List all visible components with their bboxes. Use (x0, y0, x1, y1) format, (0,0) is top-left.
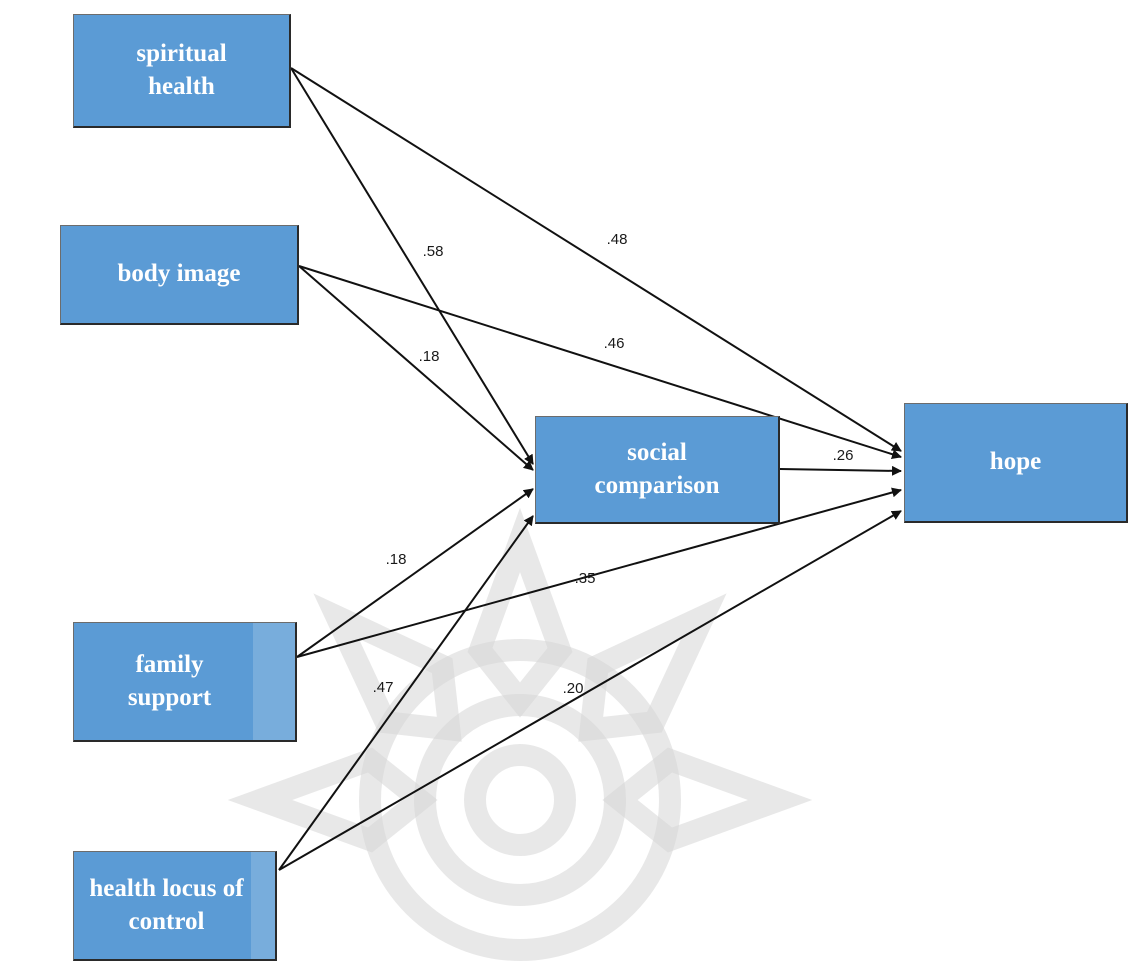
node-hope: hope (904, 403, 1128, 523)
node-label: health locus of control (89, 875, 244, 935)
path-arrow-3 (298, 265, 902, 460)
node-health-locus-of-control: health locus of control (73, 851, 277, 961)
path-arrow-0 (290, 67, 534, 465)
path-coefficient-0: .58 (423, 243, 444, 260)
path-arrow-8 (779, 465, 902, 476)
path-arrow-7 (278, 510, 902, 871)
path-coefficient-7: .20 (563, 680, 584, 697)
path-coefficient-3: .46 (604, 335, 625, 352)
path-coefficient-6: .47 (373, 679, 394, 696)
path-arrow-5 (296, 487, 902, 658)
path-coefficient-2: .18 (419, 348, 440, 365)
path-arrow-2 (298, 265, 534, 471)
node-label: family support (127, 651, 212, 711)
path-coefficient-5: .35 (575, 570, 596, 587)
node-social-comparison: social comparison (535, 416, 780, 524)
path-arrow-4 (296, 488, 534, 658)
node-spiritual-health: spiritual health (73, 14, 291, 128)
node-label: hope (989, 448, 1042, 476)
path-arrow-1 (290, 67, 902, 452)
node-body-image: body image (60, 225, 299, 325)
node-family-support: family support (73, 622, 297, 742)
path-arrows (278, 67, 902, 871)
path-arrow-6 (278, 515, 534, 871)
path-coefficient-4: .18 (386, 551, 407, 568)
watermark-ornament (227, 507, 813, 961)
path-coefficient-1: .48 (607, 231, 628, 248)
node-label: social comparison (594, 439, 720, 499)
path-coefficient-8: .26 (833, 447, 854, 464)
node-label: spiritual health (136, 40, 227, 100)
node-label: body image (117, 260, 241, 288)
path-coefficients: .58 .48 .18 .46 .18 .35 .47 .20 .26 (373, 231, 854, 697)
